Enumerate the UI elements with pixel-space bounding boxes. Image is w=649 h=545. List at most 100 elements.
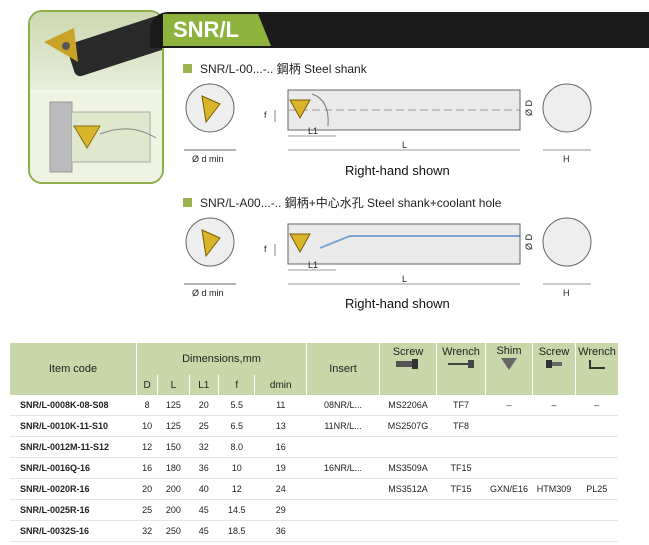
cell-D: 12 xyxy=(136,436,158,458)
cell-f: 6.5 xyxy=(218,415,255,437)
cell-shim: – xyxy=(485,395,533,416)
cell-code: SNR/L-0032S-16 xyxy=(10,520,137,542)
cell-wrench: TF15 xyxy=(436,457,486,479)
cell-f: 5.5 xyxy=(218,395,255,416)
cell-code: SNR/L-0020R-16 xyxy=(10,478,137,500)
page-title: SNR/L xyxy=(163,14,271,46)
cell-D: 10 xyxy=(136,415,158,437)
cell-wrench2 xyxy=(575,436,618,458)
cell-insert: 16NR/L... xyxy=(306,457,380,479)
col-screw2-spacer xyxy=(532,375,576,395)
col-wrench-label: Wrench xyxy=(442,345,480,358)
col-wrench2: Wrench xyxy=(575,343,618,375)
section2-f-label: f xyxy=(264,244,267,254)
section1-label: SNR/L-00...-.. 鋼柄 Steel shank xyxy=(183,60,367,77)
cell-L: 125 xyxy=(157,415,190,437)
cell-code: SNR/L-0012M-11-S12 xyxy=(10,436,137,458)
cell-screw2 xyxy=(532,415,576,437)
section1-L1-label: L1 xyxy=(308,126,318,136)
cell-L: 180 xyxy=(157,457,190,479)
cell-f: 12 xyxy=(218,478,255,500)
cell-screw xyxy=(379,520,437,542)
col-dmin: dmin xyxy=(254,375,307,395)
table-row: SNR/L-0020R-16 20 200 40 12 24 MS3512A T… xyxy=(10,478,618,500)
cell-screw: MS3512A xyxy=(379,478,437,500)
col-shim-label: Shim xyxy=(496,344,522,357)
cell-insert xyxy=(306,499,380,521)
cell-wrench xyxy=(436,436,486,458)
cell-D: 20 xyxy=(136,478,158,500)
cell-screw xyxy=(379,436,437,458)
cell-wrench2 xyxy=(575,457,618,479)
cell-wrench2 xyxy=(575,415,618,437)
threading-drawing xyxy=(49,101,157,173)
cell-shim xyxy=(485,457,533,479)
cell-shim xyxy=(485,436,533,458)
cell-L: 125 xyxy=(157,395,190,416)
tool-photo-drawing xyxy=(44,15,162,77)
cell-shim xyxy=(485,520,533,542)
bullet-square-icon xyxy=(183,64,192,73)
section2-L1-label: L1 xyxy=(308,260,318,270)
cell-code: SNR/L-0016Q-16 xyxy=(10,457,137,479)
col-item-code: Item code xyxy=(10,343,137,395)
cell-wrench: TF8 xyxy=(436,415,486,437)
section2-label-text: SNR/L-A00...-.. 鋼柄+中心水孔 Steel shank+cool… xyxy=(200,196,502,210)
cell-D: 8 xyxy=(136,395,158,416)
section2-drawing: Ø d min f L1 L Ø D H xyxy=(184,217,592,298)
cell-insert xyxy=(306,478,380,500)
cell-L: 200 xyxy=(157,499,190,521)
section2-dmin-label: Ø d min xyxy=(192,288,224,298)
cell-L1: 40 xyxy=(189,478,219,500)
cell-f: 18.5 xyxy=(218,520,255,542)
cell-wrench: TF7 xyxy=(436,395,486,416)
col-wrench2-spacer xyxy=(575,375,618,395)
screw-icon xyxy=(546,359,562,368)
screw-icon xyxy=(396,358,418,369)
col-insert: Insert xyxy=(306,343,380,395)
section1-caption: Right-hand shown xyxy=(345,163,450,178)
cell-L: 150 xyxy=(157,436,190,458)
col-shim: Shim xyxy=(485,343,533,375)
cell-L: 250 xyxy=(157,520,190,542)
cell-wrench2: – xyxy=(575,395,618,416)
table-row: SNR/L-0010K-11-S10 10 125 25 6.5 13 11NR… xyxy=(10,415,618,437)
product-thumbnail xyxy=(28,10,164,184)
bullet-square-icon xyxy=(183,198,192,207)
section1-L-label: L xyxy=(402,140,407,150)
cell-D: 16 xyxy=(136,457,158,479)
section2-L-label: L xyxy=(402,274,407,284)
tool-photo xyxy=(30,12,162,90)
threading-illustration xyxy=(30,92,162,182)
section2-caption: Right-hand shown xyxy=(345,296,450,311)
section2-H-label: H xyxy=(563,288,570,298)
cell-f: 14.5 xyxy=(218,499,255,521)
cell-dmin: 19 xyxy=(254,457,307,479)
cell-dmin: 16 xyxy=(254,436,307,458)
col-D: D xyxy=(135,375,158,395)
cell-f: 8.0 xyxy=(218,436,255,458)
cell-wrench: TF15 xyxy=(436,478,486,500)
cell-L1: 20 xyxy=(189,395,219,416)
col-screw: Screw xyxy=(379,343,437,375)
col-screw2: Screw xyxy=(532,343,576,375)
cell-screw2 xyxy=(532,436,576,458)
table-row: SNR/L-0016Q-16 16 180 36 10 19 16NR/L...… xyxy=(10,457,618,479)
wrench-icon xyxy=(448,359,474,368)
cell-screw: MS2206A xyxy=(379,395,437,416)
shim-icon xyxy=(501,357,517,370)
cell-shim: GXN/E16 xyxy=(485,478,533,500)
cell-L: 200 xyxy=(157,478,190,500)
col-L: L xyxy=(157,375,190,395)
section1-H-label: H xyxy=(563,154,570,164)
cell-code: SNR/L-0010K-11-S10 xyxy=(10,415,137,437)
section1-label-text: SNR/L-00...-.. 鋼柄 Steel shank xyxy=(200,62,367,76)
section1-dmin-label: Ø d min xyxy=(192,154,224,164)
cell-screw2: – xyxy=(532,395,576,416)
col-wrench: Wrench xyxy=(436,343,486,375)
cell-shim xyxy=(485,415,533,437)
cell-D: 25 xyxy=(136,499,158,521)
table-row: SNR/L-0012M-11-S12 12 150 32 8.0 16 xyxy=(10,436,618,458)
cell-L1: 45 xyxy=(189,499,219,521)
col-wrench2-label: Wrench xyxy=(578,345,616,358)
